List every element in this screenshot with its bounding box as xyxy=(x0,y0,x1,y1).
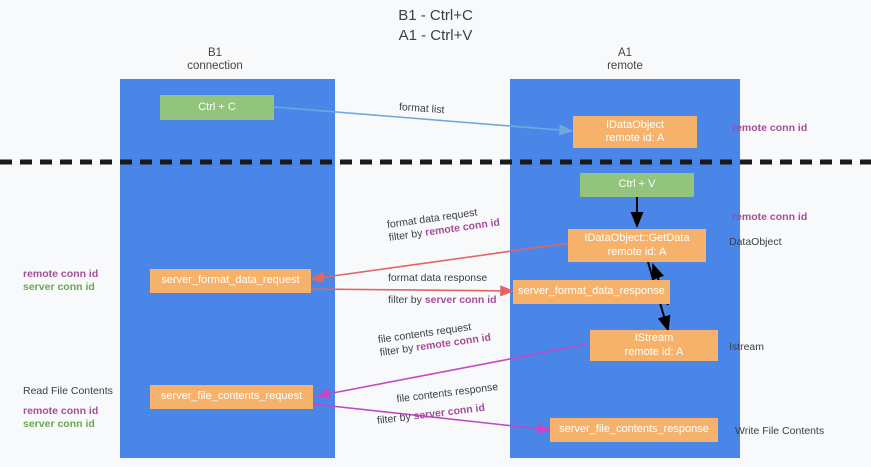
arrow-label-format-list-text: format list xyxy=(398,101,445,117)
side-label-remote-conn-mid: remote conn id xyxy=(732,211,807,224)
box-idataobject-line1: IDataObject xyxy=(605,118,665,131)
fmt-response-highlight: server conn id xyxy=(424,294,497,306)
box-file-req-label: server_file_contents_request xyxy=(160,390,303,403)
arrow-label-fmt-response-line2: filter by server conn id xyxy=(388,294,497,307)
box-idataobject[interactable]: IDataObject remote id: A xyxy=(573,116,697,148)
page-title: B1 - Ctrl+C A1 - Ctrl+V xyxy=(398,7,473,44)
arrow-label-format-data-response: format data response filter by server co… xyxy=(388,272,497,307)
lane-title-a1: A1 remote xyxy=(607,47,643,72)
box-idataobject-line2: remote id: A xyxy=(605,132,665,144)
box-server-file-contents-request[interactable]: server_file_contents_request xyxy=(150,385,313,409)
box-istream[interactable]: IStream remote id: A xyxy=(590,330,718,361)
box-idataobject-getdata[interactable]: IDataObject::GetData remote id: A xyxy=(568,229,706,262)
annotation-write-file-contents: Write File Contents xyxy=(735,425,825,437)
box-getdata-line1: IDataObject::GetData xyxy=(584,232,690,244)
box-ctrl-c-label: Ctrl + C xyxy=(198,100,236,113)
lane-title-b1: B1 connection xyxy=(187,47,243,72)
box-ctrl-c[interactable]: Ctrl + C xyxy=(160,95,274,120)
box-server-format-data-response[interactable]: server_format_data_response xyxy=(513,280,670,304)
box-server-file-contents-response[interactable]: server_file_contents_response xyxy=(550,418,718,442)
left-bottom-remote-conn-id: remote conn id xyxy=(23,405,99,417)
box-istream-line2: remote id: A xyxy=(624,345,684,358)
read-file-contents-label: Read File Contents xyxy=(23,385,113,397)
box-ctrl-v-label: Ctrl + V xyxy=(618,178,656,191)
side-label-left-mid: remote conn id server conn id xyxy=(23,268,98,294)
left-mid-remote-conn-id: remote conn id xyxy=(23,268,99,280)
box-fmt-resp-label: server_format_data_response xyxy=(518,285,665,298)
box-getdata-line2: remote id: A xyxy=(607,245,667,258)
annotation-istream: Istream xyxy=(729,341,765,353)
box-file-resp-label: server_file_contents_response xyxy=(559,423,709,436)
side-label-left-bottom: Read File Contents remote conn id server… xyxy=(23,385,113,431)
fmt-response-prefix: filter by xyxy=(388,294,425,306)
arrow-label-fmt-response-line1: format data response xyxy=(388,272,488,284)
left-bottom-server-conn-id: server conn id xyxy=(23,418,95,430)
box-istream-line1: IStream xyxy=(634,332,674,344)
box-fmt-req-label: server_format_data_request xyxy=(161,274,300,287)
box-server-format-data-request[interactable]: server_format_data_request xyxy=(150,269,311,293)
side-label-remote-conn-top-text: remote conn id xyxy=(732,122,808,134)
annotation-dataobject: DataObject xyxy=(729,236,782,248)
side-label-remote-conn-mid-text: remote conn id xyxy=(732,211,808,223)
side-label-remote-conn-top: remote conn id xyxy=(732,122,807,135)
box-ctrl-v[interactable]: Ctrl + V xyxy=(580,173,694,197)
left-mid-server-conn-id: server conn id xyxy=(23,281,95,293)
